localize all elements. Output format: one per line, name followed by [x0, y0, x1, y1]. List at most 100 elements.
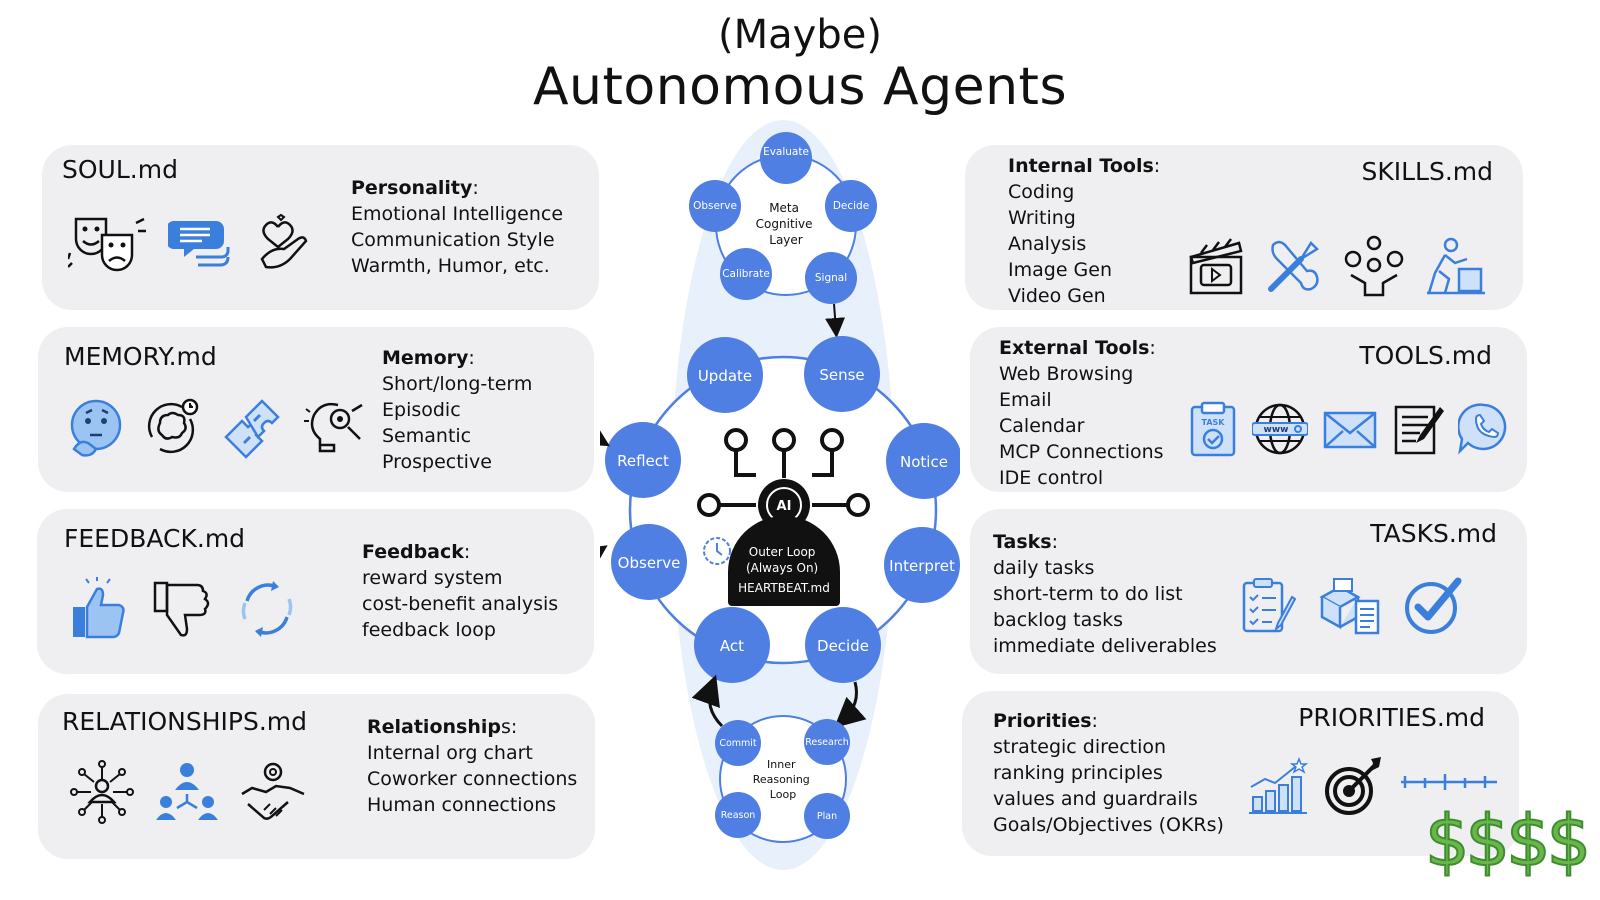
card-list: External Tools: Web Browsing Email Calen… — [999, 337, 1164, 489]
list-item: Warmth, Humor, etc. — [351, 255, 550, 277]
list-item: IDE control — [999, 467, 1104, 489]
feedback-card: FEEDBACK.md Feedback: reward system cost… — [37, 509, 594, 674]
outer-node-sense: Sense — [804, 336, 880, 412]
svg-text:Decide: Decide — [817, 637, 869, 655]
decide-to-research-arrow — [834, 681, 867, 728]
card-icons — [1187, 235, 1487, 297]
target-arrow-icon — [1325, 757, 1381, 815]
svg-text:Act: Act — [720, 637, 744, 655]
meta-node-observe: Observe — [689, 180, 741, 232]
thumbs-down-icon — [153, 581, 210, 637]
svg-text:Plan: Plan — [817, 811, 837, 822]
svg-text:www: www — [1264, 425, 1289, 435]
list-item: MCP Connections — [999, 441, 1164, 463]
tasks-card: TASKS.md Tasks: daily tasks short-term t… — [970, 509, 1527, 674]
money-decoration: $$$$ — [1424, 800, 1592, 882]
card-icons — [1247, 755, 1499, 817]
svg-text:Signal: Signal — [815, 272, 847, 284]
card-icons — [68, 213, 316, 275]
svg-text:Notice: Notice — [900, 453, 948, 471]
clapperboard-icon — [1189, 238, 1243, 295]
list-item: Coworker connections — [367, 768, 578, 790]
list-item: Video Gen — [1008, 285, 1106, 307]
clock-icon — [703, 537, 731, 565]
svg-text:AI: AI — [777, 499, 792, 514]
document-pen-icon — [1394, 405, 1444, 455]
timeline-icon — [1401, 774, 1497, 790]
checklist-icon — [1242, 578, 1296, 633]
list-item: backlog tasks — [993, 609, 1124, 631]
outer-node-notice: Notice — [886, 423, 960, 499]
thumbs-up-icon — [73, 577, 125, 639]
outer-node-observe: Observe — [611, 524, 687, 600]
list-item: Semantic — [382, 425, 472, 447]
card-heading: Memory — [382, 347, 469, 369]
meta-node-signal: Signal — [805, 252, 857, 304]
svg-text:Research: Research — [805, 737, 849, 748]
heartbeat-badge — [728, 516, 840, 606]
svg-text:Interpret: Interpret — [889, 557, 955, 575]
svg-text:Decide: Decide — [833, 200, 869, 212]
list-item: short-term to do list — [993, 583, 1183, 605]
list-item: Communication Style — [351, 229, 555, 251]
chat-bubbles-icon — [168, 221, 230, 267]
outer-node-interpret: Interpret — [884, 527, 960, 603]
svg-text:Observe: Observe — [618, 554, 681, 572]
lightbulb-gears-icon — [304, 402, 363, 453]
www-globe-icon: www — [1252, 403, 1308, 455]
card-icons: TASK www — [1188, 401, 1510, 457]
page-title: Autonomous Agents — [532, 57, 1068, 117]
juggling-person-icon — [1344, 235, 1404, 297]
list-item: Prospective — [382, 451, 492, 473]
svg-text:Update: Update — [698, 367, 752, 385]
tools-icon — [1268, 240, 1319, 292]
svg-text:Evaluate: Evaluate — [763, 146, 809, 158]
list-item: Internal org chart — [367, 742, 533, 764]
svg-text:Reason: Reason — [721, 810, 756, 821]
list-item: strategic direction — [993, 736, 1167, 758]
card-heading: Tasks — [993, 531, 1052, 553]
network-person-icon — [70, 760, 134, 824]
check-circle-icon — [1405, 577, 1462, 634]
memory-card: MEMORY.md Memo — [38, 327, 594, 492]
list-item: Image Gen — [1008, 259, 1112, 281]
list-item: Writing — [1008, 207, 1076, 229]
soul-card: SOUL.md Personality: Emotional Intellige… — [42, 145, 599, 310]
page-subtitle: (Maybe) — [718, 12, 882, 58]
tools-card: TOOLS.md External Tools: Web Browsing Em… — [970, 327, 1527, 492]
card-list: Internal Tools: Coding Writing Analysis … — [1008, 155, 1161, 307]
worker-icon — [1427, 237, 1485, 295]
card-title: TASKS.md — [1370, 519, 1497, 548]
card-icons — [70, 760, 306, 824]
card-heading: Priorities — [993, 710, 1092, 732]
envelope-icon — [1323, 411, 1377, 449]
handshake-gear-icon — [241, 762, 305, 820]
card-list: Feedback: reward system cost-benefit ana… — [362, 541, 559, 641]
card-heading: Internal Tools — [1008, 155, 1154, 177]
team-hierarchy-icon — [156, 763, 218, 820]
meta-node-decide: Decide — [825, 180, 877, 232]
list-item: Goals/Objectives (OKRs) — [993, 814, 1224, 836]
meta-to-sense-arrow — [825, 303, 846, 338]
card-list: Memory: Short/long-term Episodic Semanti… — [382, 347, 533, 473]
card-title: PRIORITIES.md — [1298, 703, 1485, 732]
puzzle-pieces-icon — [224, 399, 280, 459]
outer-node-update: Update — [687, 337, 763, 413]
outer-node-decide: Decide — [805, 607, 881, 683]
inner-loop-label: Inner Reasoning Loop — [753, 758, 814, 801]
meta-node-calibrate: Calibrate — [720, 248, 772, 300]
list-item: Coding — [1008, 181, 1075, 203]
card-list: Relationships: Internal org chart Cowork… — [367, 716, 578, 816]
relationships-card: RELATIONSHIPS.md Relationships: Internal… — [38, 694, 595, 859]
card-heading: Feedback — [362, 541, 464, 563]
list-item: reward system — [362, 567, 503, 589]
card-title: SKILLS.md — [1361, 157, 1493, 186]
card-title: FEEDBACK.md — [64, 524, 246, 553]
list-item: Emotional Intelligence — [351, 203, 564, 225]
skills-card: SKILLS.md Internal Tools: Coding Writing… — [965, 145, 1523, 310]
list-item: values and guardrails — [993, 788, 1198, 810]
card-list: Personality: Emotional Intelligence Comm… — [351, 177, 564, 277]
list-item: ranking principles — [993, 762, 1163, 784]
list-item: Human connections — [367, 794, 557, 816]
inner-node-reason: Reason — [715, 792, 761, 838]
